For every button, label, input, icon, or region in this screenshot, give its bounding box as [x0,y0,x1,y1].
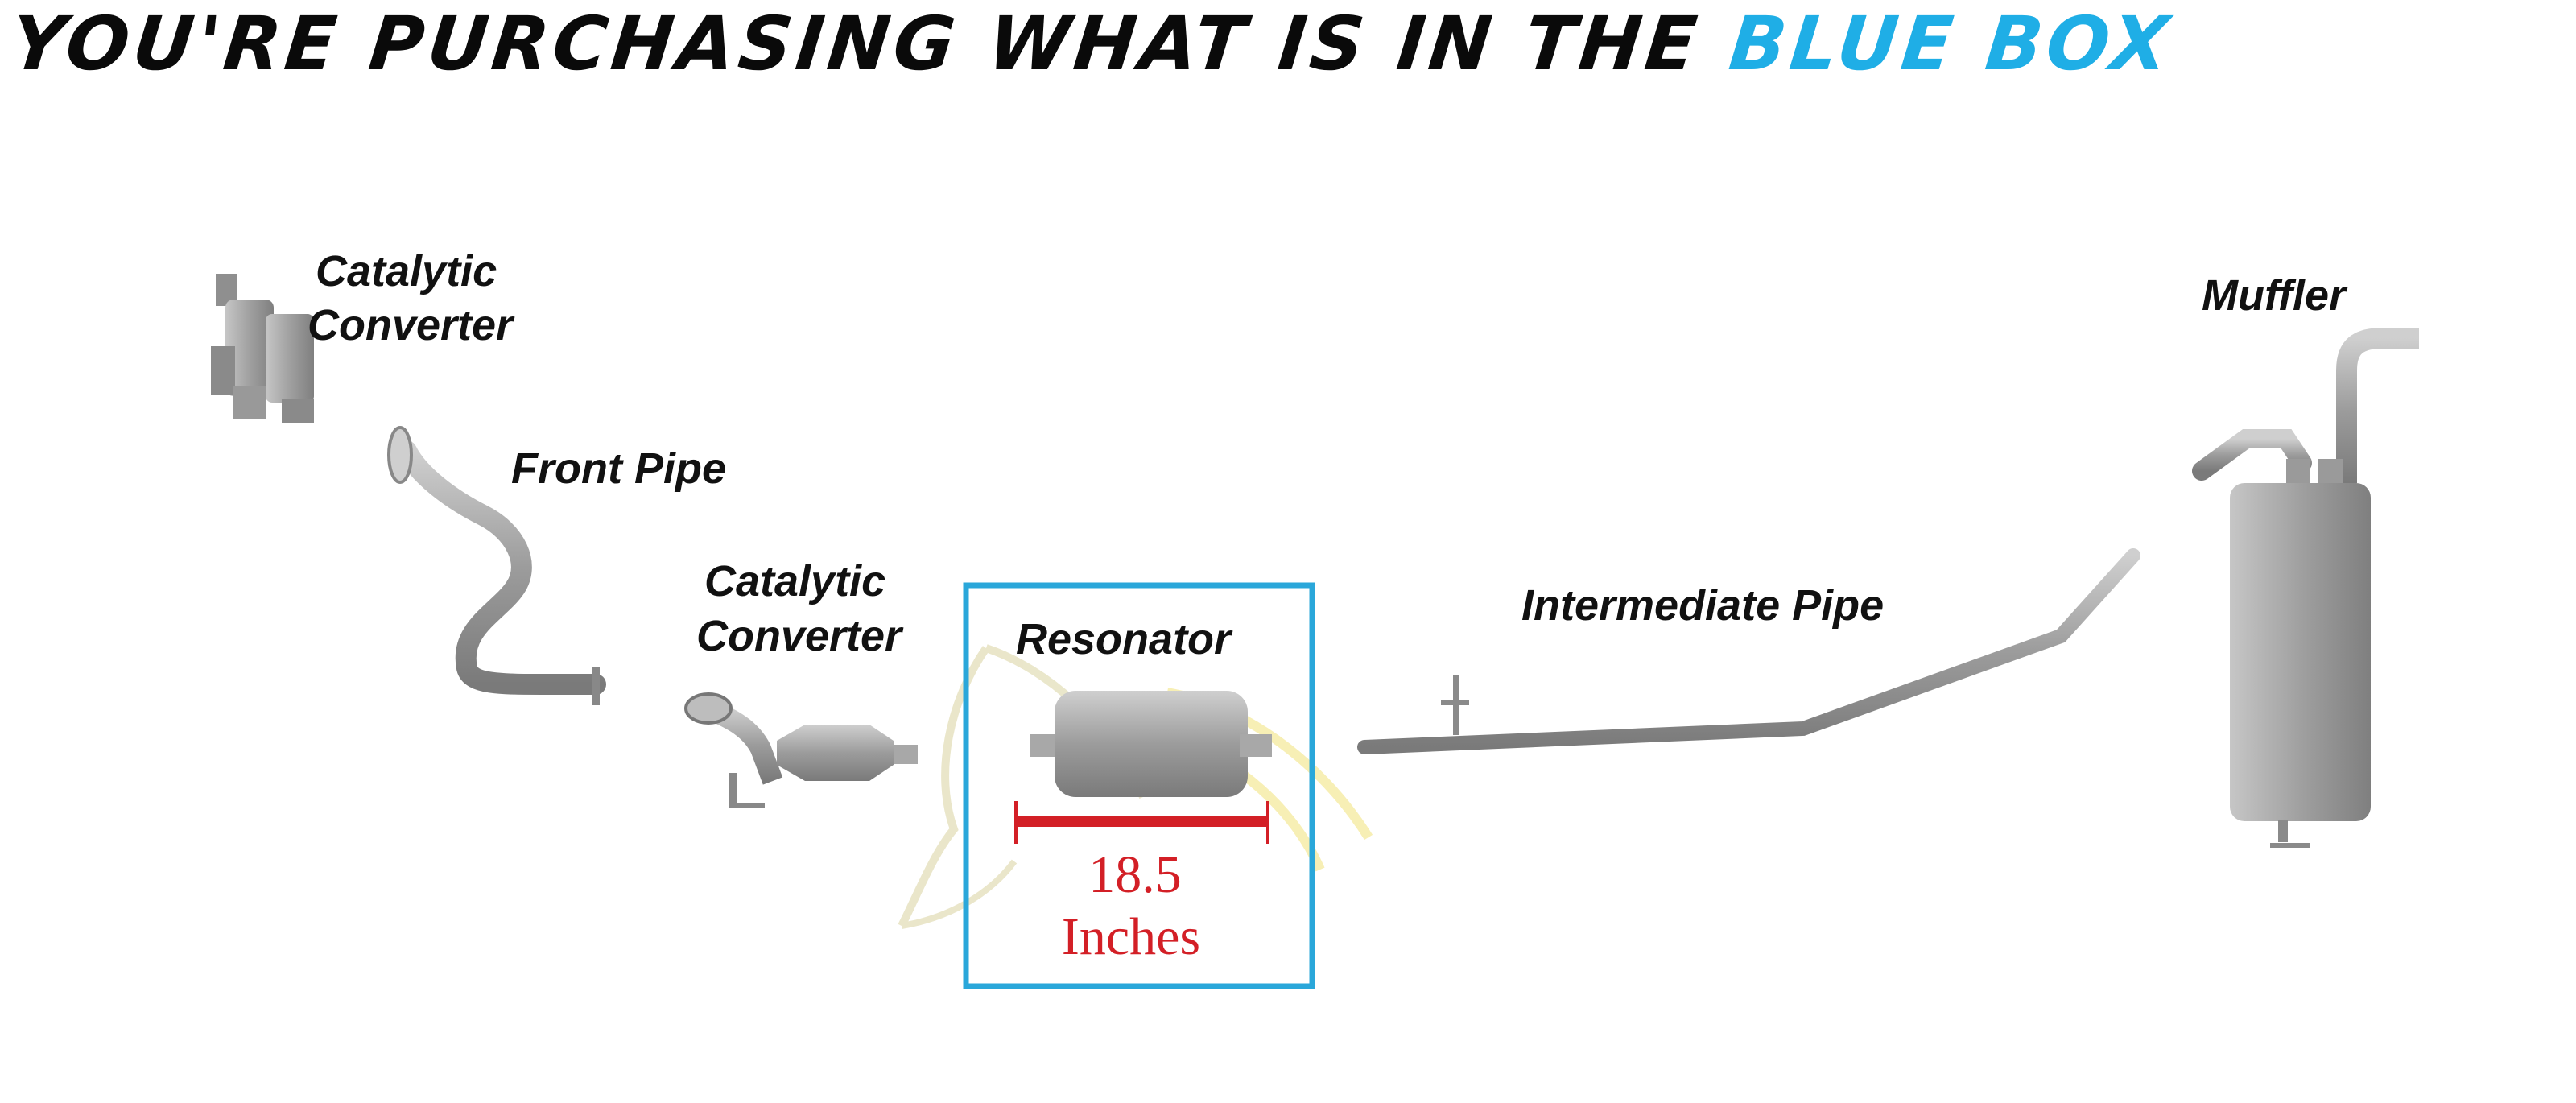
muffler-icon [2192,328,2419,848]
label-muffler: Muffler [2202,271,2348,320]
label-catalytic-converter-2-line2: Converter [696,612,904,660]
intermediate-pipe-icon [1357,548,2140,754]
front-pipe-icon [387,426,606,705]
label-catalytic-converter-1-line2: Converter [308,301,515,349]
purchase-highlight-box [963,582,1315,989]
catalytic-converter-icon-2 [684,692,918,808]
label-catalytic-converter-2-line1: Catalytic [704,557,886,605]
label-front-pipe: Front Pipe [511,444,726,493]
resonator-icon [1030,691,1272,797]
label-intermediate-pipe: Intermediate Pipe [1521,581,1884,630]
measurement-unit: Inches [1062,907,1200,966]
label-resonator: Resonator [1016,615,1233,663]
label-catalytic-converter-1-line1: Catalytic [316,247,497,295]
measurement-bar [1014,801,1269,844]
catalytic-converter-icon-1 [211,274,314,423]
measurement-value: 18.5 [1088,845,1182,904]
